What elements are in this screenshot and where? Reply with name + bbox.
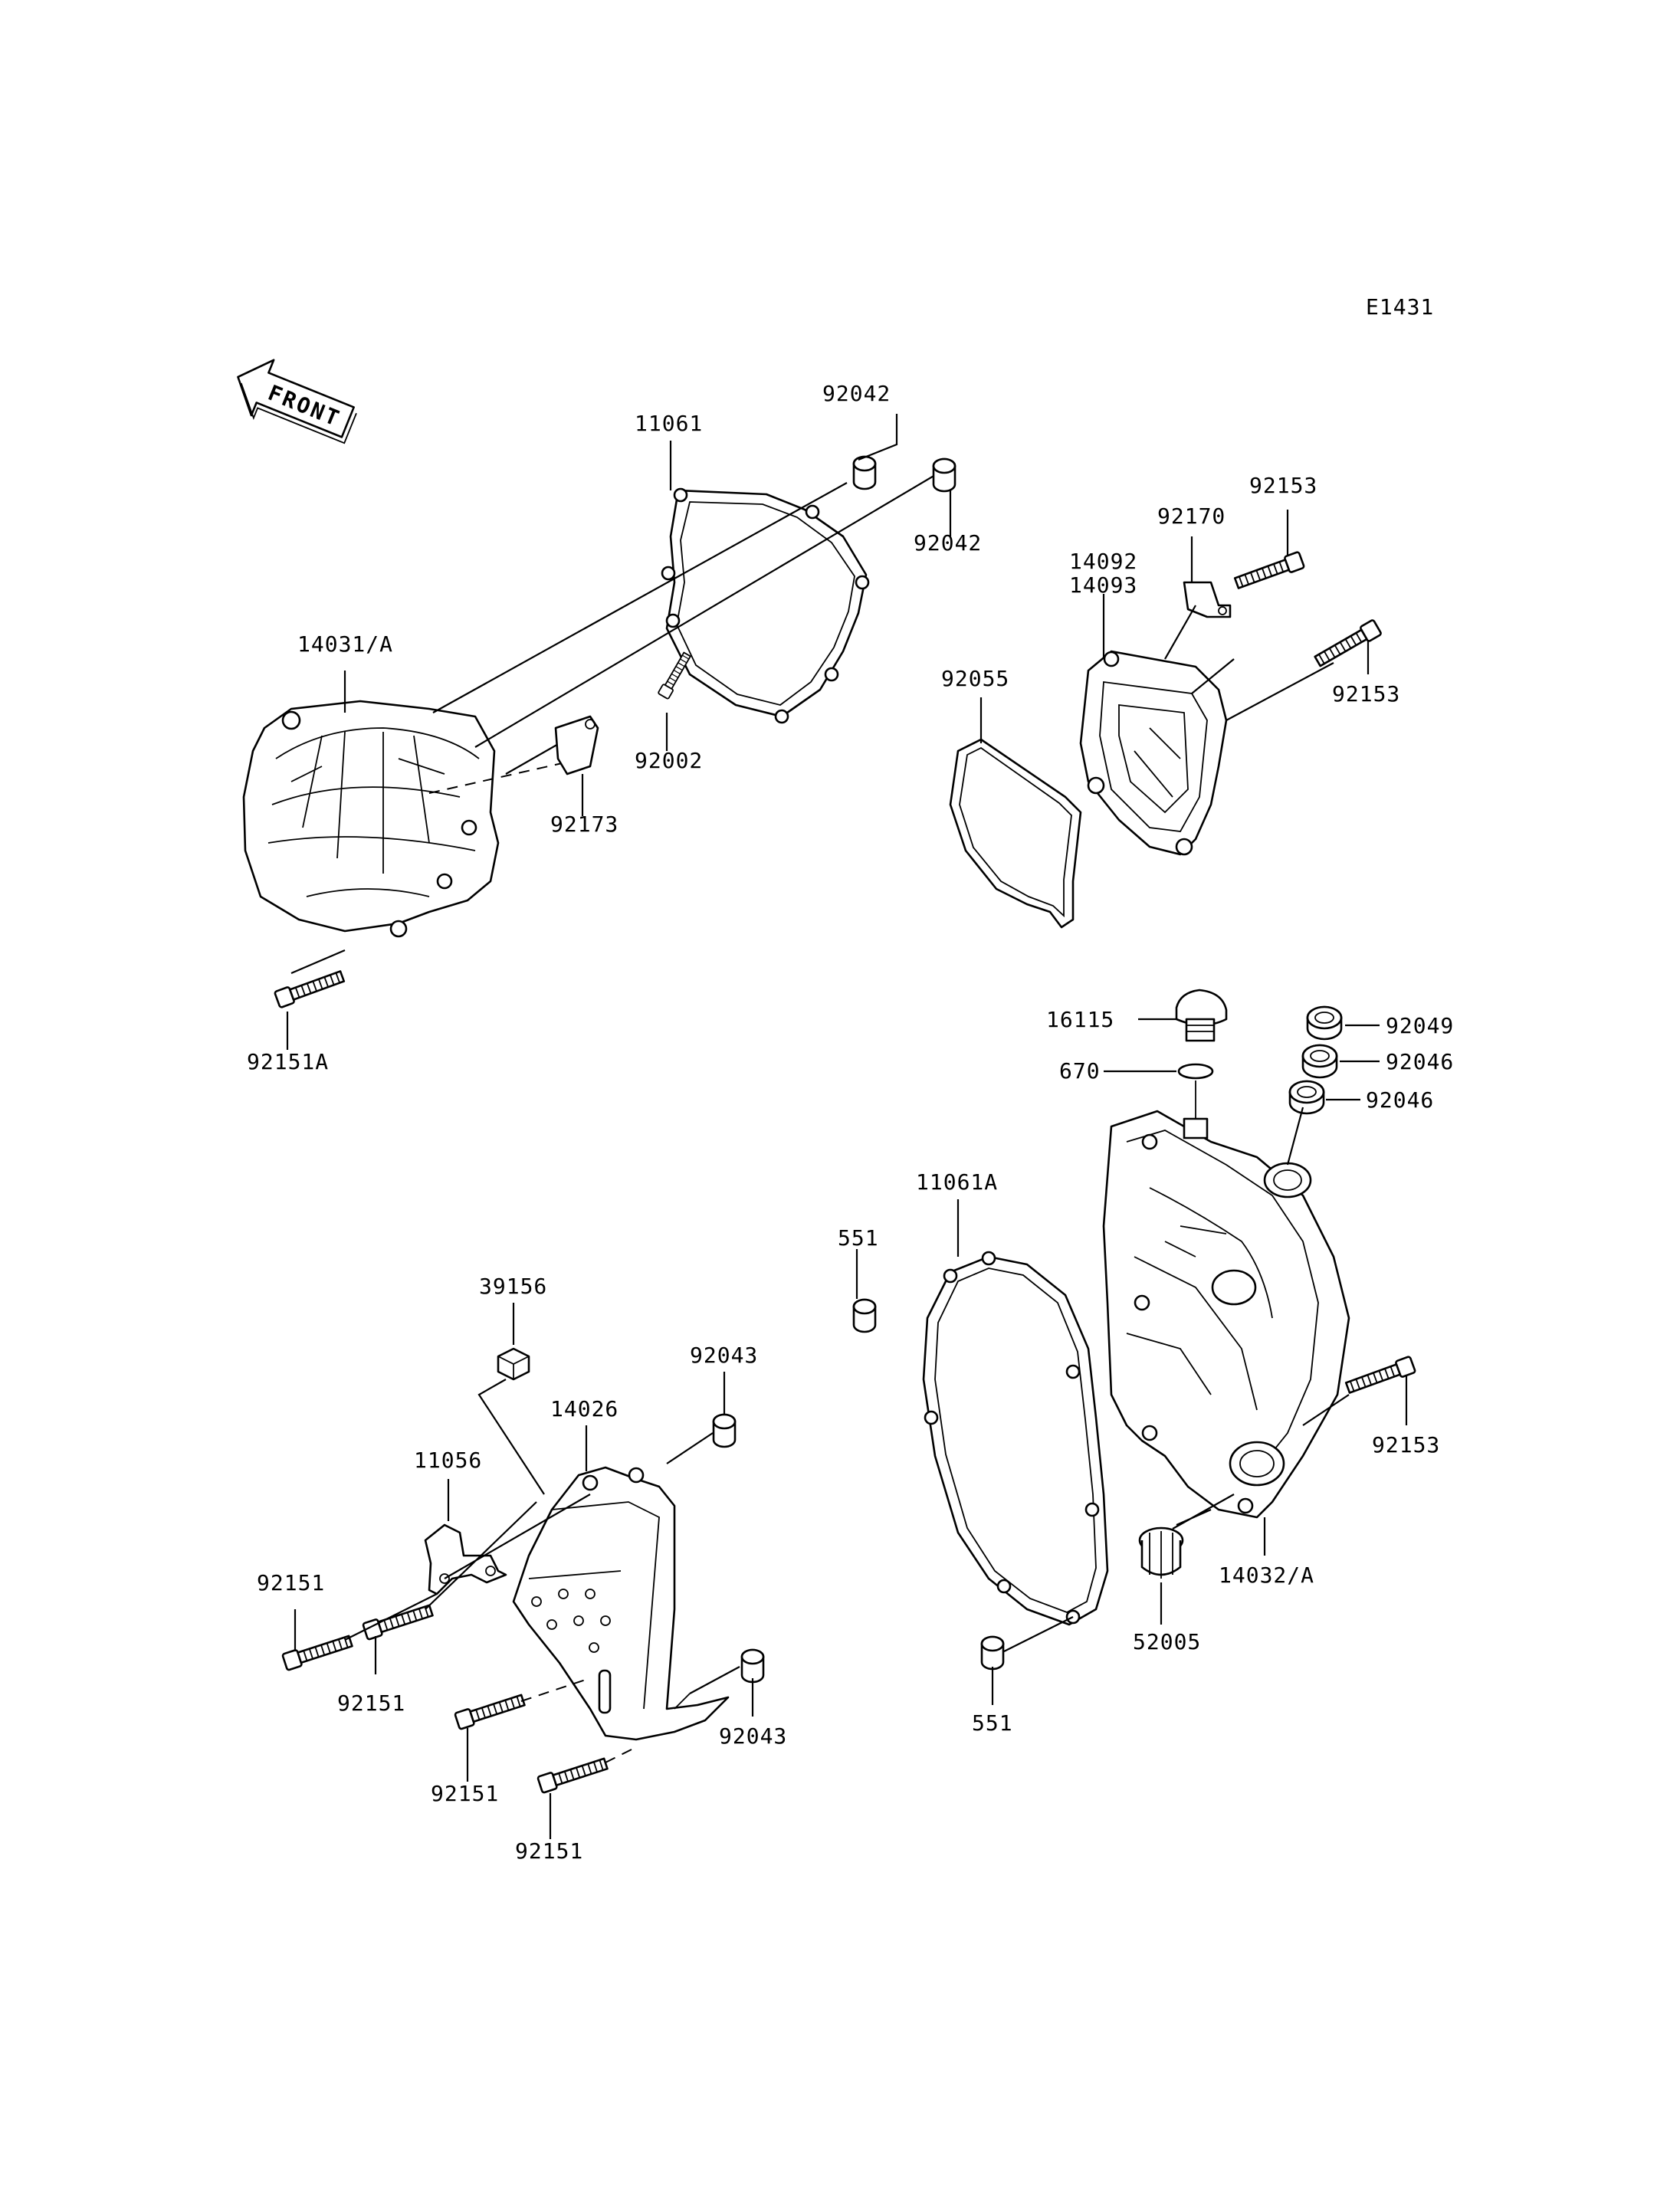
bolt-92151-a [281,1631,354,1672]
dowel-551-b [980,1635,1005,1671]
label-92151-a: 92151 [257,1570,325,1595]
label-92042-a: 92042 [822,381,891,406]
label-92043-a: 92043 [690,1343,758,1368]
label-14032: 14032/A [1219,1562,1314,1588]
label-92043-b: 92043 [719,1723,787,1749]
gasket-92055 [949,738,1082,929]
label-11061A: 11061A [916,1169,998,1195]
label-14026: 14026 [550,1396,619,1421]
label-92151-d: 92151 [515,1838,583,1864]
label-92049: 92049 [1386,1013,1454,1038]
label-39156: 39156 [479,1274,547,1299]
dowel-92043-b [740,1648,765,1684]
clamp-92173 [554,715,599,776]
label-92046-a: 92046 [1386,1049,1454,1074]
label-92153-a: 92153 [1249,473,1317,498]
label-14031: 14031/A [297,631,393,657]
label-92151A: 92151A [247,1049,329,1074]
label-92042-b: 92042 [914,530,982,556]
bolt-92153-b [1312,618,1383,670]
dowel-92043-a [712,1413,737,1448]
label-670: 670 [1059,1058,1101,1084]
diagram-code: E1431 [1366,294,1434,320]
bolt-92153-a [1232,550,1306,592]
bearing-92046-b [1288,1080,1325,1115]
seal-92049 [1306,1005,1343,1041]
oil-cap-16115 [1175,989,1228,1042]
generator-cover [242,700,500,938]
dowel-92042-a [852,455,877,490]
bracket-11056 [424,1523,507,1595]
bolt-92151A [273,967,346,1009]
bolt-92151-c [453,1690,527,1731]
bolt-92002 [657,651,694,700]
label-92153-b: 92153 [1332,681,1400,707]
bolt-92151-b [361,1601,435,1641]
label-14092: 14092 [1069,549,1137,574]
label-551-b: 551 [972,1710,1013,1736]
sprocket-cover-14026 [512,1466,730,1741]
clutch-cover-14032 [1102,1110,1350,1519]
label-92173: 92173 [550,812,619,837]
dowel-92042-b [932,457,956,493]
front-arrow-icon: FRONT [237,359,357,444]
label-92151-b: 92151 [337,1690,405,1716]
bearing-92046-a [1301,1044,1338,1079]
label-551-a: 551 [838,1225,879,1251]
label-11061: 11061 [635,411,703,436]
pulse-cover-14092 [1079,650,1228,856]
label-14093: 14093 [1069,572,1137,598]
label-92151-c: 92151 [431,1781,499,1806]
bolt-92153-c [1344,1355,1417,1397]
label-92002: 92002 [635,748,703,773]
gasket-11061 [665,489,868,718]
label-92046-b: 92046 [1366,1087,1434,1113]
dowel-551-a [852,1298,877,1333]
gasket-11061A [922,1255,1109,1626]
oring-670 [1177,1063,1214,1080]
label-11056: 11056 [414,1448,482,1473]
label-52005: 52005 [1133,1629,1201,1654]
plug-52005 [1138,1526,1184,1579]
bolt-92151-d [536,1754,609,1795]
label-16115: 16115 [1046,1007,1114,1032]
cushion-39156 [497,1347,530,1381]
label-92153-c: 92153 [1372,1432,1440,1458]
label-92055: 92055 [941,666,1009,691]
label-92170: 92170 [1157,503,1226,529]
clamp-92170 [1183,581,1232,618]
